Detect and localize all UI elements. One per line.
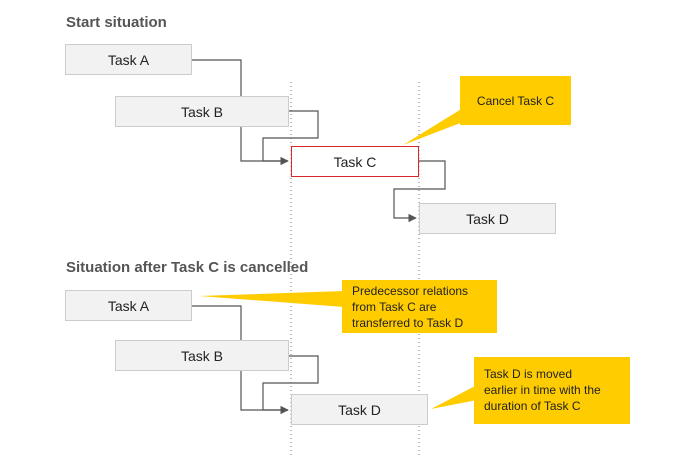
callout-cancel-task-c-text: Cancel Task C (476, 93, 555, 108)
callout-relations-line-2: from Task C are (352, 300, 437, 314)
task-d-start-label: Task D (466, 210, 509, 227)
task-b-start: Task B (115, 96, 289, 127)
heading-start-situation: Start situation (66, 14, 167, 31)
task-b-start-label: Task B (180, 103, 223, 120)
callout-task-d-moved: Task D is moved earlier in time with the… (474, 357, 630, 424)
callout-cancel-task-c: Cancel Task C (460, 76, 571, 125)
task-a-start-label: Task A (107, 51, 150, 68)
task-c-start: Task C (291, 146, 419, 177)
callout-relations-pointer (199, 291, 344, 307)
connector-b-to-c (262, 110, 319, 162)
task-a-after: Task A (65, 290, 192, 321)
task-a-after-label: Task A (107, 297, 150, 314)
task-d-after-label: Task D (338, 401, 381, 418)
task-c-start-label: Task C (333, 153, 377, 170)
task-d-after: Task D (291, 394, 428, 425)
task-b-after-label: Task B (180, 347, 223, 364)
heading-after-cancel: Situation after Task C is cancelled (66, 259, 309, 276)
callout-relations-line-1: Predecessor relations (352, 284, 469, 298)
callout-cancel-pointer (403, 108, 463, 145)
task-d-start: Task D (419, 203, 556, 234)
callout-moved-line-3: duration of Task C (484, 399, 581, 413)
task-a-start: Task A (65, 44, 192, 75)
callout-moved-line-2: earlier in time with the (484, 383, 601, 397)
connector-c-to-d (393, 160, 446, 223)
callout-predecessor-relations: Predecessor relations from Task C are tr… (342, 280, 497, 333)
callout-moved-pointer (431, 385, 477, 409)
connector-b-to-d (262, 355, 319, 411)
task-b-after: Task B (115, 340, 289, 371)
callout-relations-line-3: transferred to Task D (352, 316, 464, 330)
callout-moved-line-1: Task D is moved (484, 367, 573, 381)
